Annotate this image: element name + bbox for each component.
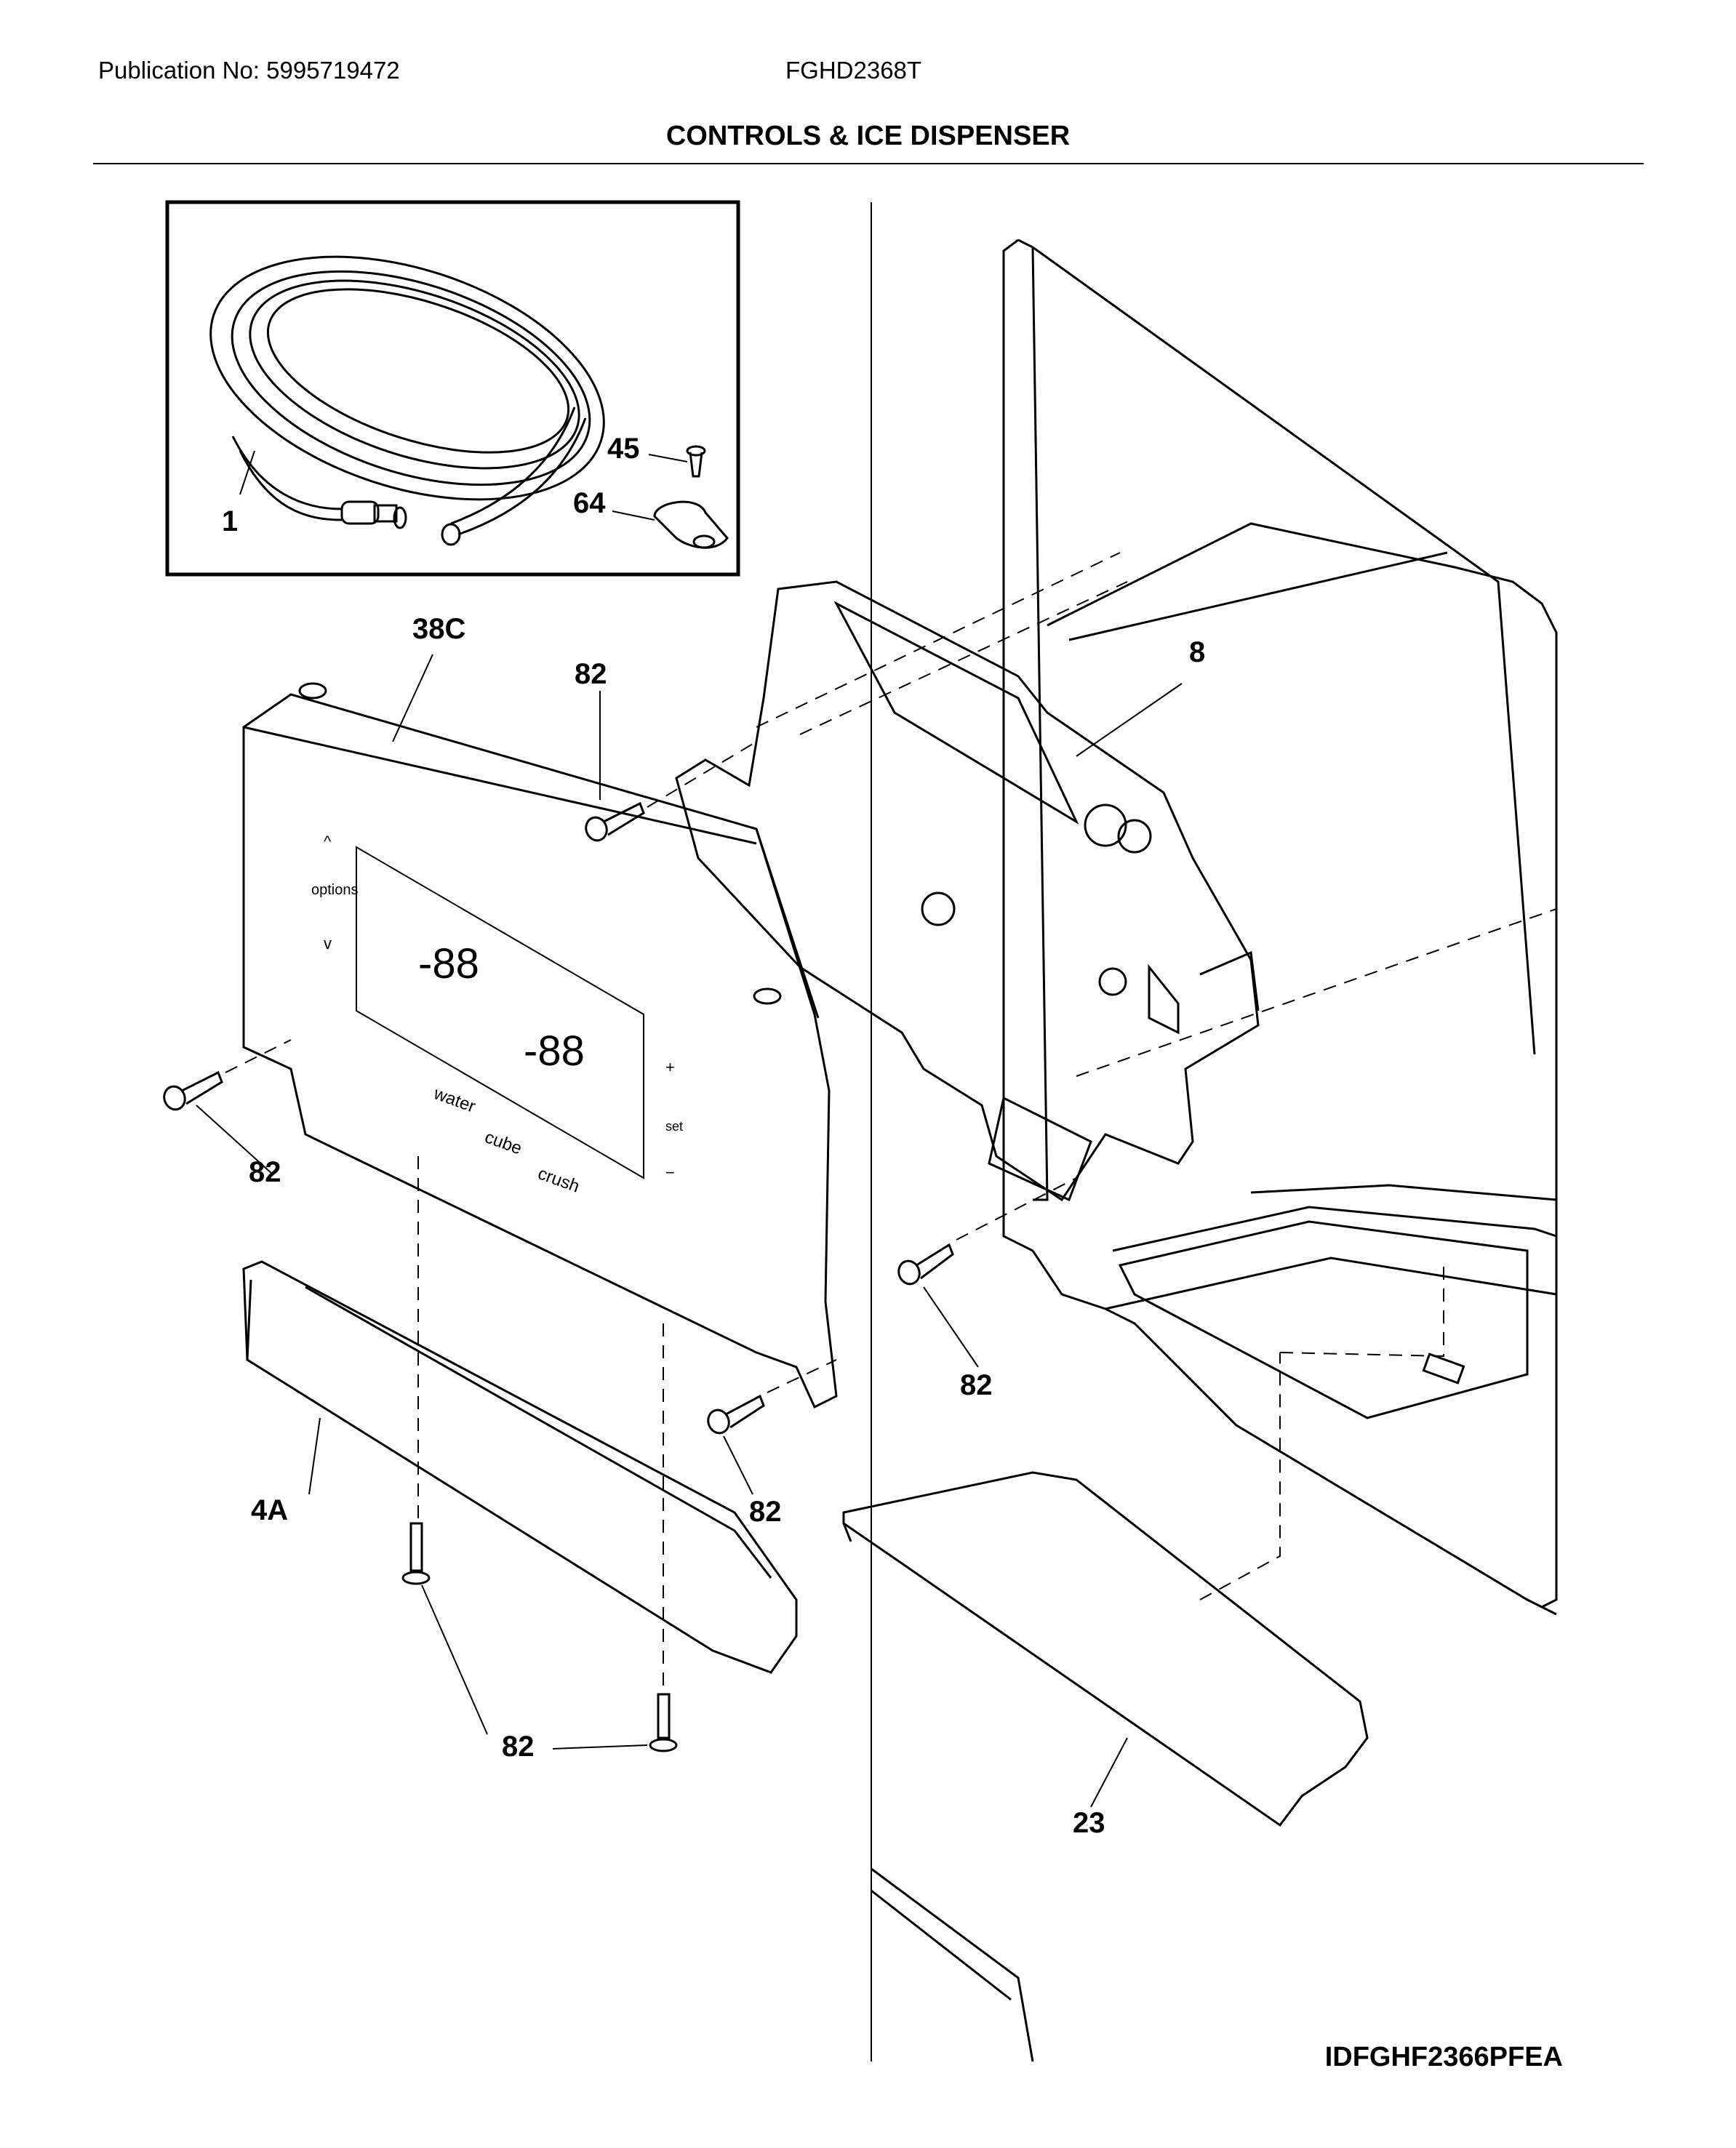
callout-4a: 4A [251, 1494, 288, 1526]
control-panel-38c [242, 682, 838, 1409]
callout-1: 1 [222, 505, 238, 537]
panel-crush-label: crush [535, 1163, 582, 1196]
panel-minus-label: − [665, 1163, 675, 1182]
panel-plus-label: + [665, 1058, 675, 1076]
leader-lines [196, 450, 1183, 1808]
callout-23: 23 [1073, 1807, 1105, 1839]
screw-82-bottom-mid [707, 1394, 765, 1435]
screw-45 [686, 445, 706, 478]
panel-down-arrow: v [324, 934, 332, 953]
screw-82-upper [585, 801, 645, 842]
callout-45: 45 [607, 433, 640, 465]
screw-82-right [897, 1243, 954, 1286]
water-tube-coil [209, 255, 605, 546]
callout-82-right: 82 [960, 1369, 993, 1401]
panel-set-label: set [665, 1119, 683, 1134]
page-title: CONTROLS & ICE DISPENSER [665, 121, 1071, 151]
model-number: FGHD2368T [785, 57, 922, 84]
title-rule [93, 163, 1644, 164]
callout-82-left: 82 [249, 1156, 281, 1188]
trim-4a [242, 1260, 798, 1674]
callout-8: 8 [1189, 636, 1205, 668]
callout-82-bottom-mid: 82 [749, 1496, 782, 1528]
callout-82-bottom: 82 [502, 1731, 535, 1763]
panel-freezer-temp: -88 [418, 940, 479, 987]
drip-tray-23 [842, 1471, 1369, 1827]
door-liner [871, 202, 1558, 2062]
dispenser-housing-8 [675, 580, 1260, 1202]
inset-frame [165, 200, 740, 577]
panel-water-label: water [431, 1083, 478, 1117]
panel-cube-label: cube [482, 1127, 524, 1158]
screw-82-vertical-right [649, 1693, 678, 1752]
screw-82-left [163, 1070, 223, 1111]
panel-fridge-temp: -88 [524, 1027, 585, 1075]
panel-options-label: options [311, 882, 359, 898]
clamp-64 [653, 500, 729, 549]
publication-number: Publication No: 5995719472 [98, 57, 400, 84]
alignment-dashes [225, 552, 1557, 1687]
callout-38c: 38C [412, 613, 465, 645]
panel-up-arrow: ^ [324, 833, 332, 851]
callout-64: 64 [573, 487, 606, 519]
panel-labels: ^ options v -88 -88 + set − water cube c… [311, 833, 683, 1197]
screw-82-vertical-left [401, 1522, 431, 1585]
callout-82-upper: 82 [575, 658, 607, 690]
diagram-code: IDFGHF2366PFEA [1324, 2042, 1563, 2072]
